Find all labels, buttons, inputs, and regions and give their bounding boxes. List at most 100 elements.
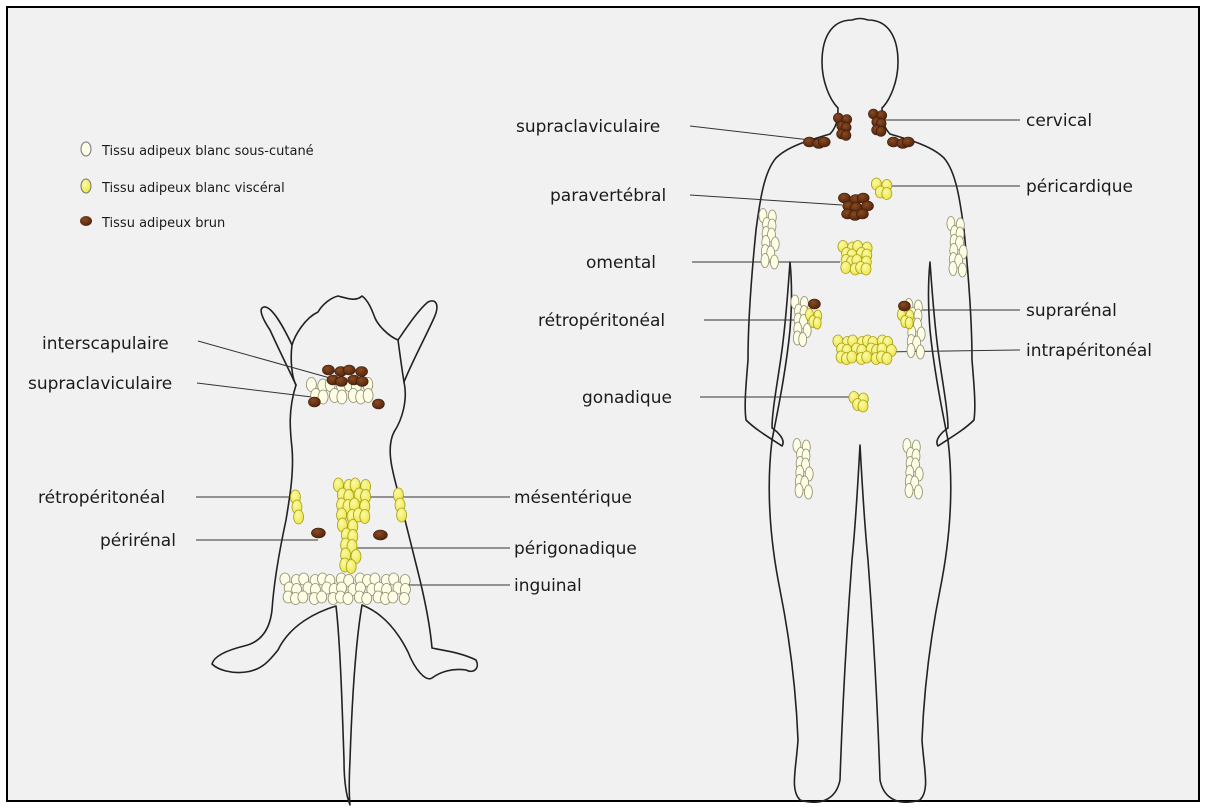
mouse-retroperitoneal-left-depot xyxy=(290,490,303,524)
human-thigh-right-lobule xyxy=(914,485,922,499)
mouse-interscapular-brown-lobule xyxy=(356,367,368,377)
mouse-inguinal-lobule xyxy=(317,591,327,603)
human-supraclavicular-left-lobule xyxy=(818,137,830,147)
human-retroperitoneal-yellow-right-depot xyxy=(897,309,913,330)
human-thigh-right-depot xyxy=(903,439,923,500)
mouse-perigonadal-depot xyxy=(337,518,361,574)
human-retroperitoneal-yellow-right-lobule xyxy=(905,317,913,329)
mouse-perirenal-right-depot xyxy=(373,530,387,540)
human-omental-depot xyxy=(838,241,872,276)
human-pericardial-depot xyxy=(871,178,891,200)
label-interscapulaire: interscapulaire xyxy=(42,334,169,354)
mouse-interscapular-brown-lobule xyxy=(356,377,368,387)
human-supraclavicular-left-depot xyxy=(803,137,830,149)
mouse-retroperitoneal-right-depot xyxy=(393,488,406,522)
yellow-fat-icon xyxy=(81,179,91,193)
label-supraclaviculaire-mouse: supraclaviculaire xyxy=(28,374,172,394)
human-retroperitoneal-yellow-left-lobule xyxy=(813,317,821,329)
fat-depots xyxy=(280,109,967,605)
human-retroperitoneal-left-depot xyxy=(791,295,811,347)
human-labels: supraclaviculaire cervical paravertébral… xyxy=(516,111,1152,408)
human-cervical-left-lobule xyxy=(841,131,851,141)
human-thigh-left-lobule xyxy=(804,485,812,499)
mouse-supraclavicular-brown-left-lobule xyxy=(308,397,320,407)
mouse-interscapular-brown-depot xyxy=(322,365,368,387)
label-paravertebral: paravertébral xyxy=(550,186,666,206)
human-arm-right-lobule xyxy=(949,262,957,276)
human-paravertebral-depot xyxy=(838,193,873,221)
human-retroperitoneal-right-lobule xyxy=(916,345,924,359)
mouse-perirenal-left-lobule xyxy=(311,528,325,538)
label-omental: omental xyxy=(586,253,656,273)
mouse-inguinal-lobule xyxy=(298,591,308,603)
human-paravertebral-lobule xyxy=(856,209,868,219)
human-omental-lobule xyxy=(841,262,851,274)
human-gonadal-lobule xyxy=(858,400,868,412)
human-suprarenal-left-lobule xyxy=(808,299,820,309)
mouse-mesenteric-depot xyxy=(333,478,370,524)
mouse-mesenteric-lobule xyxy=(360,510,370,524)
human-retroperitoneal-left-lobule xyxy=(799,333,807,347)
human-pericardial-lobule xyxy=(882,188,892,200)
mouse-inguinal-lobule xyxy=(362,593,372,605)
human-cervical-left-depot xyxy=(833,113,851,141)
leader-supraclaviculaire-mouse xyxy=(197,383,320,398)
label-retroperitoneal-human: rétropéritonéal xyxy=(538,311,665,331)
mouse-perigonadal-lobule xyxy=(346,560,356,574)
human-gonadal-depot xyxy=(849,392,868,413)
leader-supraclaviculaire-human xyxy=(690,126,810,140)
mouse-interscapular-brown-lobule xyxy=(335,377,347,387)
label-suprarenal: suprarénal xyxy=(1026,301,1117,321)
human-arm-left-depot xyxy=(759,209,779,270)
legend-label-white-visceral: Tissu adipeux blanc viscéral xyxy=(101,181,285,196)
human-thigh-left-lobule xyxy=(795,484,803,498)
mouse-subcutaneous-shoulder-lobule xyxy=(363,389,373,403)
mouse-perirenal-left-depot xyxy=(311,528,325,538)
label-perigonadique: périgonadique xyxy=(514,539,637,559)
mouse-subcutaneous-shoulder-lobule xyxy=(337,390,347,404)
human-cervical-right-depot xyxy=(868,109,886,137)
label-inguinal: inguinal xyxy=(514,576,582,596)
human-intraperitoneal-lobule xyxy=(847,351,857,363)
mouse-supraclavicular-brown-right-lobule xyxy=(372,399,384,409)
label-retroperitoneal-mouse: rétropéritonéal xyxy=(38,488,165,508)
label-gonadique: gonadique xyxy=(582,388,672,408)
human-arm-right-lobule xyxy=(958,263,966,277)
human-supraclavicular-right-lobule xyxy=(902,137,914,147)
human-supraclavicular-right-depot xyxy=(887,137,914,149)
legend-label-white-subcutaneous: Tissu adipeux blanc sous-cutané xyxy=(101,144,314,159)
human-thigh-left-depot xyxy=(793,439,813,500)
mouse-inguinal-depot xyxy=(280,573,411,605)
mouse-interscapular-brown-lobule xyxy=(322,365,334,375)
human-suprarenal-right-lobule xyxy=(898,301,910,311)
leader-interscapulaire xyxy=(198,341,330,378)
brown-fat-icon xyxy=(80,216,92,226)
mouse-inguinal-lobule xyxy=(399,593,409,605)
human-arm-left-lobule xyxy=(761,254,769,268)
human-arm-left-lobule xyxy=(770,255,778,269)
human-intraperitoneal-lobule xyxy=(882,353,892,365)
label-supraclaviculaire-human: supraclaviculaire xyxy=(516,117,660,137)
white-fat-icon xyxy=(81,142,91,156)
human-arm-right-depot xyxy=(947,217,967,278)
human-retroperitoneal-right-lobule xyxy=(907,344,915,358)
label-intraperitoneal: intrapéritonéal xyxy=(1026,341,1152,361)
mouse-retroperitoneal-right-lobule xyxy=(397,508,407,522)
mouse-perirenal-right-lobule xyxy=(373,530,387,540)
human-omental-lobule xyxy=(861,263,871,275)
mouse-retroperitoneal-left-lobule xyxy=(294,510,304,524)
leader-intraperitoneal xyxy=(880,350,1020,352)
human-intraperitoneal-lobule xyxy=(862,351,872,363)
mouse-interscapular-brown-lobule xyxy=(343,365,355,375)
mouse-supraclavicular-brown-right-depot xyxy=(372,399,384,409)
label-perirenal: périrénal xyxy=(100,531,176,551)
human-suprarenal-left-depot xyxy=(808,299,820,309)
mouse-inguinal-lobule xyxy=(388,591,398,603)
human-thigh-right-lobule xyxy=(905,484,913,498)
label-mesenterique: mésentérique xyxy=(514,488,632,508)
human-intraperitoneal-depot xyxy=(833,335,897,365)
mouse-inguinal-lobule xyxy=(343,593,353,605)
label-cervical: cervical xyxy=(1026,111,1092,131)
